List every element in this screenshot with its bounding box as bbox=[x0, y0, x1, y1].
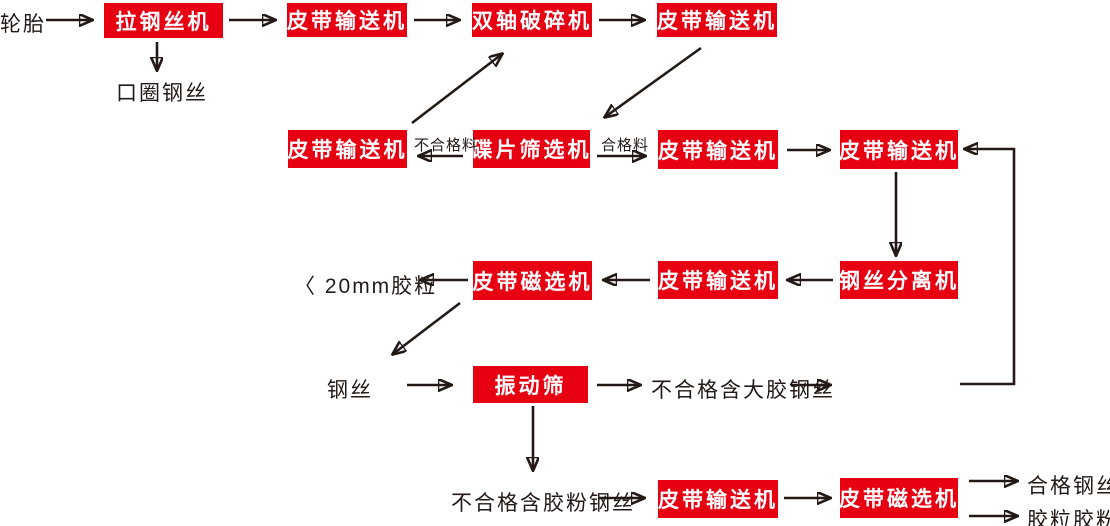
process-node-wire-separator: 钢丝分离机 bbox=[839, 261, 958, 299]
label-steel-wire: 钢丝 bbox=[327, 379, 373, 402]
arrow bbox=[393, 301, 461, 354]
label-qualified-steel-wire: 合格钢丝 bbox=[1027, 475, 1110, 498]
process-node-belt-conveyor-4: 皮带输送机 bbox=[658, 130, 778, 169]
process-node-belt-magnetic-separator-2: 皮带磁选机 bbox=[839, 478, 958, 518]
process-node-vibrating-screen: 振动筛 bbox=[473, 366, 588, 403]
feedback-elbow-arrow bbox=[960, 149, 1016, 386]
process-node-double-shaft-crusher: 双轴破碎机 bbox=[472, 3, 592, 37]
label-unqualified-wire-with-rubber-powder: 不合格含胶粉钢丝 bbox=[451, 492, 635, 515]
label-qualified-material: 合格料 bbox=[601, 137, 650, 154]
arrow bbox=[605, 46, 702, 117]
arrow bbox=[411, 54, 502, 125]
process-node-belt-conveyor-5: 皮带输送机 bbox=[839, 130, 958, 169]
process-node-disc-screening-machine: 碟片筛选机 bbox=[472, 130, 590, 168]
process-node-wire-drawing-machine: 拉钢丝机 bbox=[104, 3, 223, 38]
process-node-belt-conveyor-1: 皮带输送机 bbox=[287, 3, 407, 37]
label-unqualified-material: 不合格料 bbox=[414, 137, 479, 154]
process-node-belt-magnetic-separator-1: 皮带磁选机 bbox=[473, 261, 592, 300]
label-under-20mm-rubber-granule: 〈 20mm胶粒 bbox=[294, 275, 438, 298]
process-node-belt-conveyor-7: 皮带输送机 bbox=[658, 480, 778, 518]
label-rubber-granule-powder: 胶粒胶粉 bbox=[1027, 509, 1110, 526]
label-tire: 轮胎 bbox=[0, 13, 46, 36]
label-bead-wire: 口圈钢丝 bbox=[116, 82, 208, 105]
label-unqualified-wire-with-large-rubber: 不合格含大胶钢丝 bbox=[651, 379, 835, 402]
process-node-belt-conveyor-6: 皮带输送机 bbox=[658, 261, 778, 299]
process-node-belt-conveyor-2: 皮带输送机 bbox=[657, 3, 777, 37]
process-node-belt-conveyor-3: 皮带输送机 bbox=[288, 130, 407, 168]
